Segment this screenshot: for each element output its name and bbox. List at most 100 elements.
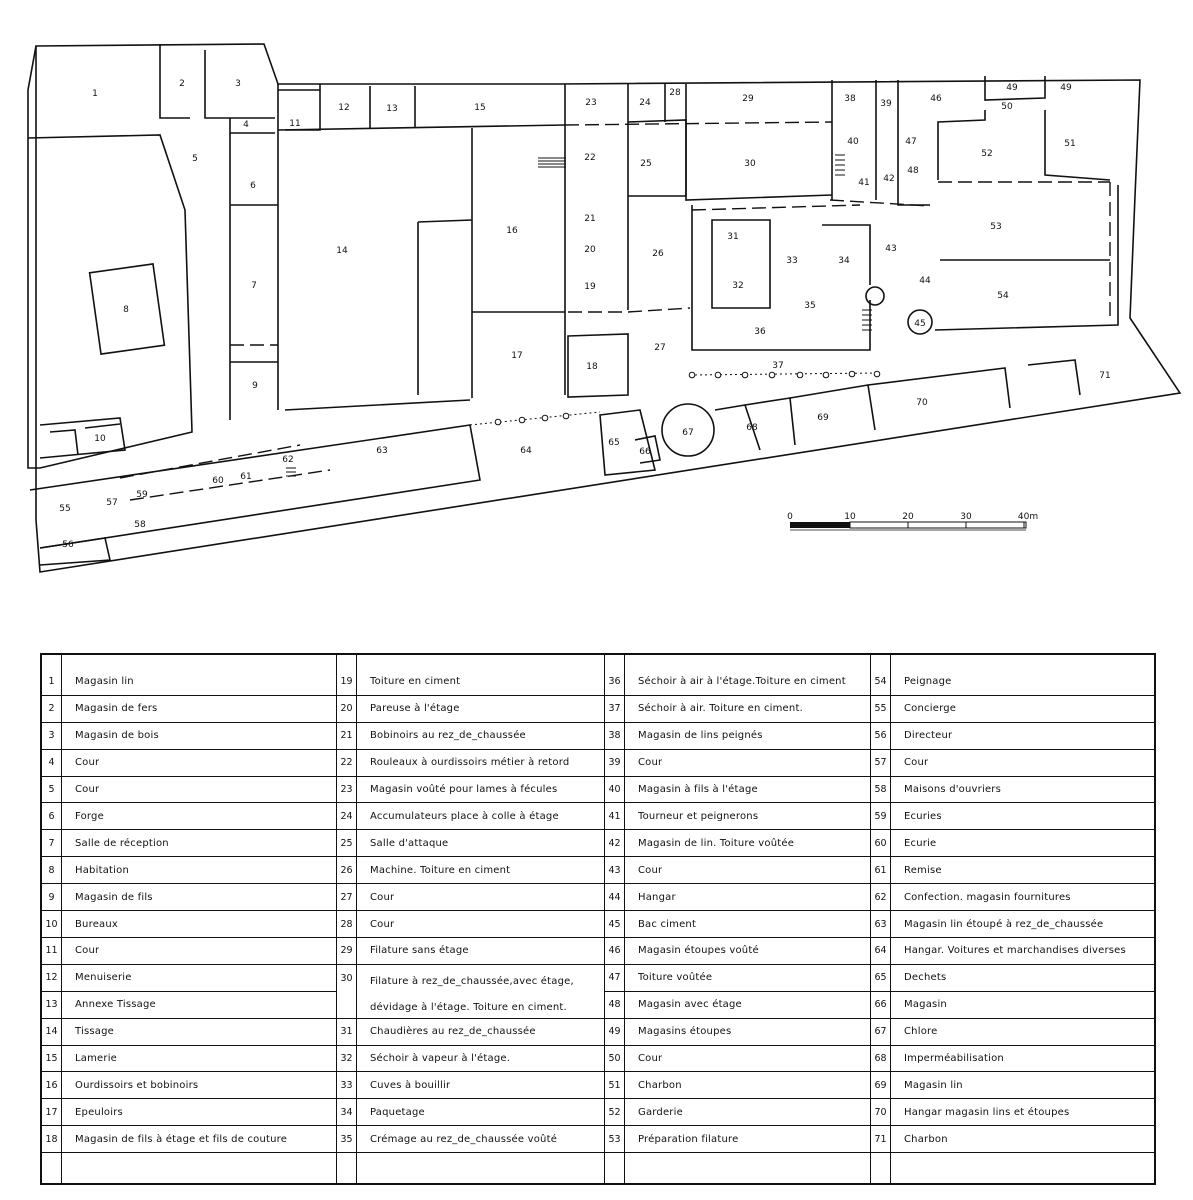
- legend-number: 51: [608, 1079, 621, 1091]
- room-number-label: 32: [732, 281, 743, 291]
- room-number-label: 5: [192, 154, 198, 164]
- legend-label: Habitation: [75, 864, 129, 876]
- legend-number: 11: [45, 945, 58, 957]
- legend-number: 47: [608, 972, 621, 984]
- legend-number: 16: [45, 1079, 58, 1091]
- legend-row: 50 Cour: [605, 1046, 870, 1073]
- legend-number: 31: [340, 1026, 353, 1038]
- room-number-label: 61: [240, 472, 251, 482]
- legend-row: 60 Ecurie: [871, 830, 1154, 858]
- legend-number: 32: [340, 1053, 353, 1065]
- legend-number: 67: [874, 1026, 887, 1038]
- legend-number: 3: [48, 730, 55, 742]
- room-number-label: 39: [880, 99, 892, 109]
- legend-number: 60: [874, 837, 887, 849]
- room-number-label: 18: [586, 362, 598, 372]
- legend-label: Confection. magasin fournitures: [904, 891, 1071, 903]
- legend-number: 4: [48, 757, 55, 769]
- legend-number: 25: [340, 837, 353, 849]
- legend-number: 37: [608, 703, 621, 715]
- room-number-label: 41: [858, 178, 869, 188]
- legend-number: 39: [608, 757, 621, 769]
- legend-label: Cour: [75, 757, 100, 769]
- room-number-label: 49: [1060, 83, 1072, 93]
- legend-label: Cour: [638, 864, 663, 876]
- legend-number: 29: [340, 945, 353, 957]
- legend-label: Cour: [638, 757, 663, 769]
- room-number-label: 11: [289, 119, 300, 129]
- legend-number: 28: [340, 918, 353, 930]
- room-number-label: 21: [584, 214, 595, 224]
- room-number-label: 70: [916, 398, 928, 408]
- room-number-label: 54: [997, 291, 1009, 301]
- legend-label: Pareuse à l'étage: [370, 703, 460, 715]
- legend-label: Hangar: [638, 891, 676, 903]
- room-number-label: 10: [94, 434, 106, 444]
- legend-number: 19: [340, 676, 353, 688]
- room-number-label: 63: [376, 446, 387, 456]
- legend-label: Ecurie: [904, 837, 937, 849]
- legend-number: 35: [340, 1133, 353, 1145]
- legend-number: 64: [874, 945, 887, 957]
- room-number-label: 23: [585, 98, 596, 108]
- room-number-label: 35: [804, 301, 815, 311]
- legend-label: Charbon: [904, 1133, 948, 1145]
- legend-label: Filature sans étage: [370, 945, 469, 957]
- legend-label: Maisons d'ouvriers: [904, 784, 1002, 796]
- legend-label: Toiture voûtée: [638, 972, 713, 984]
- legend-number: 62: [874, 891, 887, 903]
- legend-number: 50: [608, 1053, 621, 1065]
- legend-label: Magasin lin étoupé à rez_de_chaussée: [904, 918, 1104, 930]
- legend-label: Séchoir à vapeur à l'étage.: [370, 1053, 511, 1065]
- room-number-label: 1: [92, 89, 98, 99]
- legend-label: Filature à rez_de_chaussée,avec étage, d…: [370, 975, 574, 1013]
- legend-number: 42: [608, 837, 621, 849]
- legend-label: Séchoir à air. Toiture en ciment.: [638, 703, 803, 715]
- legend-row: 47 Toiture voûtée: [605, 965, 870, 992]
- legend-label: Bureaux: [75, 918, 119, 930]
- legend-label: Cour: [638, 1053, 663, 1065]
- legend-label: Tourneur et peignerons: [638, 810, 759, 822]
- room-number-label: 14: [336, 246, 348, 256]
- legend-row: 57 Cour: [871, 750, 1154, 777]
- legend-label: Magasin de fers: [75, 703, 158, 715]
- legend-number: 71: [874, 1133, 887, 1145]
- legend-number: 65: [874, 972, 887, 984]
- room-number-label: 53: [990, 222, 1001, 232]
- legend-number: 66: [874, 999, 887, 1011]
- legend-number: 55: [874, 703, 887, 715]
- legend-number: 45: [608, 918, 621, 930]
- legend-label: Magasin de bois: [75, 730, 159, 742]
- room-number-label: 2: [179, 79, 185, 89]
- room-number-label: 46: [930, 94, 942, 104]
- room-number-label: 25: [640, 159, 651, 169]
- legend-number: 44: [608, 891, 621, 903]
- legend-row: 39 Cour: [605, 750, 870, 777]
- legend-number: 12: [45, 972, 58, 984]
- legend-number: 18: [45, 1133, 58, 1145]
- room-number-label: 51: [1064, 139, 1075, 149]
- room-number-label: 28: [669, 88, 681, 98]
- legend-label: Cour: [904, 757, 929, 769]
- room-number-label: 8: [123, 305, 129, 315]
- room-number-label: 40: [847, 137, 859, 147]
- room-number-label: 4: [243, 120, 249, 130]
- room-number-label: 37: [772, 361, 783, 371]
- legend-number: 57: [874, 757, 887, 769]
